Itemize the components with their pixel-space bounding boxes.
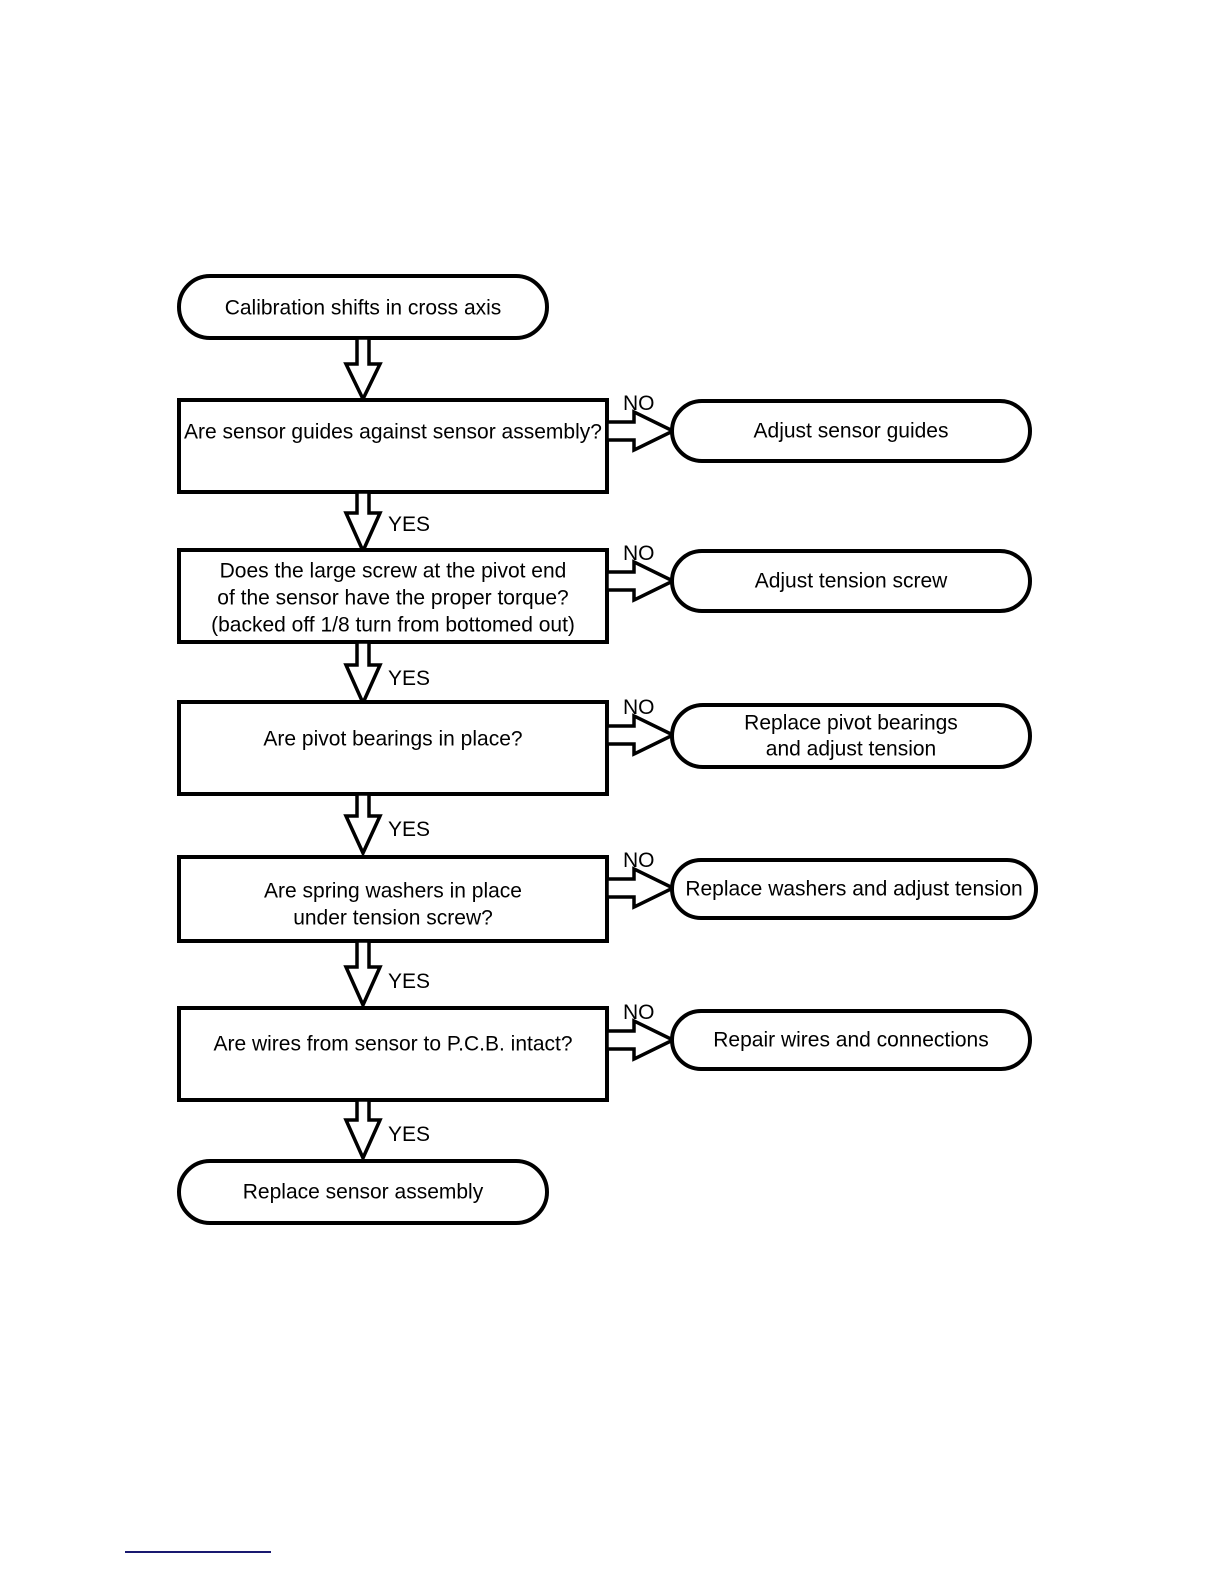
q3-label: Are pivot bearings in place? <box>263 728 522 751</box>
edge-label-yes-3: YES <box>388 818 430 841</box>
edge-q4-to-q5: YES <box>343 939 430 1010</box>
a4-label: Replace washers and adjust tension <box>685 878 1022 901</box>
edge-q4-to-a4: NO <box>605 849 677 910</box>
node-q3: Are pivot bearings in place? <box>177 700 609 796</box>
a2-label: Adjust tension screw <box>755 570 948 593</box>
node-end: Replace sensor assembly <box>177 1159 549 1225</box>
edge-label-no-5: NO <box>623 1001 655 1024</box>
node-a1: Adjust sensor guides <box>670 399 1032 463</box>
edge-q2-to-a2: NO <box>605 542 677 603</box>
q1-label: Are sensor guides against sensor assembl… <box>184 421 602 444</box>
node-q2: Does the large screw at the pivot end of… <box>177 548 609 644</box>
node-q4: Are spring washers in place under tensio… <box>177 855 609 943</box>
a3-label-line2: and adjust tension <box>766 738 936 761</box>
edge-q5-to-a5: NO <box>605 1001 677 1062</box>
edge-label-yes-1: YES <box>388 513 430 536</box>
edge-label-no-4: NO <box>623 849 655 872</box>
edge-q2-to-q3: YES <box>343 640 430 708</box>
q2-label-line2: of the sensor have the proper torque? <box>217 587 568 610</box>
node-start: Calibration shifts in cross axis <box>177 274 549 340</box>
arrow-down-icon <box>343 336 383 404</box>
a3-label-line1: Replace pivot bearings <box>744 712 958 735</box>
arrow-down-icon <box>343 792 383 858</box>
arrow-right-icon <box>605 559 677 603</box>
q2-label-line1: Does the large screw at the pivot end <box>220 560 567 583</box>
node-q5: Are wires from sensor to P.C.B. intact? <box>177 1006 609 1102</box>
a2-terminator-shape <box>670 549 1032 613</box>
end-label: Replace sensor assembly <box>243 1181 484 1204</box>
arrow-down-icon <box>343 490 383 556</box>
footer-divider <box>125 1551 271 1553</box>
node-a4: Replace washers and adjust tension <box>670 858 1038 920</box>
arrow-down-icon <box>343 1098 383 1163</box>
q5-process-shape <box>177 1006 609 1102</box>
arrow-down-icon <box>343 640 383 708</box>
a4-terminator-shape <box>670 858 1038 920</box>
edge-label-no-1: NO <box>623 392 655 415</box>
q3-process-shape <box>177 700 609 796</box>
arrow-right-icon <box>605 1018 677 1062</box>
q2-process-shape <box>177 548 609 644</box>
q4-label-line2: under tension screw? <box>293 907 493 930</box>
start-label: Calibration shifts in cross axis <box>225 297 502 320</box>
a5-label: Repair wires and connections <box>713 1029 988 1052</box>
q4-process-shape <box>177 855 609 943</box>
edge-label-no-3: NO <box>623 696 655 719</box>
arrow-right-icon <box>605 409 677 453</box>
q2-label-line3: (backed off 1/8 turn from bottomed out) <box>211 614 575 637</box>
arrow-down-icon <box>343 939 383 1010</box>
edge-q1-to-a1: NO <box>605 392 677 453</box>
edge-q1-to-q2: YES <box>343 490 430 556</box>
node-a2: Adjust tension screw <box>670 549 1032 613</box>
edge-start-to-q1 <box>343 336 383 404</box>
node-a3: Replace pivot bearings and adjust tensio… <box>670 703 1032 769</box>
q1-process-shape <box>177 398 609 494</box>
edge-label-no-2: NO <box>623 542 655 565</box>
a3-terminator-shape <box>670 703 1032 769</box>
a1-terminator-shape <box>670 399 1032 463</box>
arrow-right-icon <box>605 713 677 757</box>
edge-q3-to-q4: YES <box>343 792 430 858</box>
arrow-right-icon <box>605 866 677 910</box>
q5-label: Are wires from sensor to P.C.B. intact? <box>213 1033 572 1056</box>
edge-q5-to-end: YES <box>343 1098 430 1163</box>
end-terminator-shape <box>177 1159 549 1225</box>
edge-label-yes-4: YES <box>388 970 430 993</box>
a1-label: Adjust sensor guides <box>754 420 949 443</box>
edge-q3-to-a3: NO <box>605 696 677 757</box>
a5-terminator-shape <box>670 1009 1032 1071</box>
q4-label-line1: Are spring washers in place <box>264 880 522 903</box>
edge-label-yes-2: YES <box>388 667 430 690</box>
node-a5: Repair wires and connections <box>670 1009 1032 1071</box>
edge-label-yes-5: YES <box>388 1123 430 1146</box>
node-q1: Are sensor guides against sensor assembl… <box>177 398 609 494</box>
